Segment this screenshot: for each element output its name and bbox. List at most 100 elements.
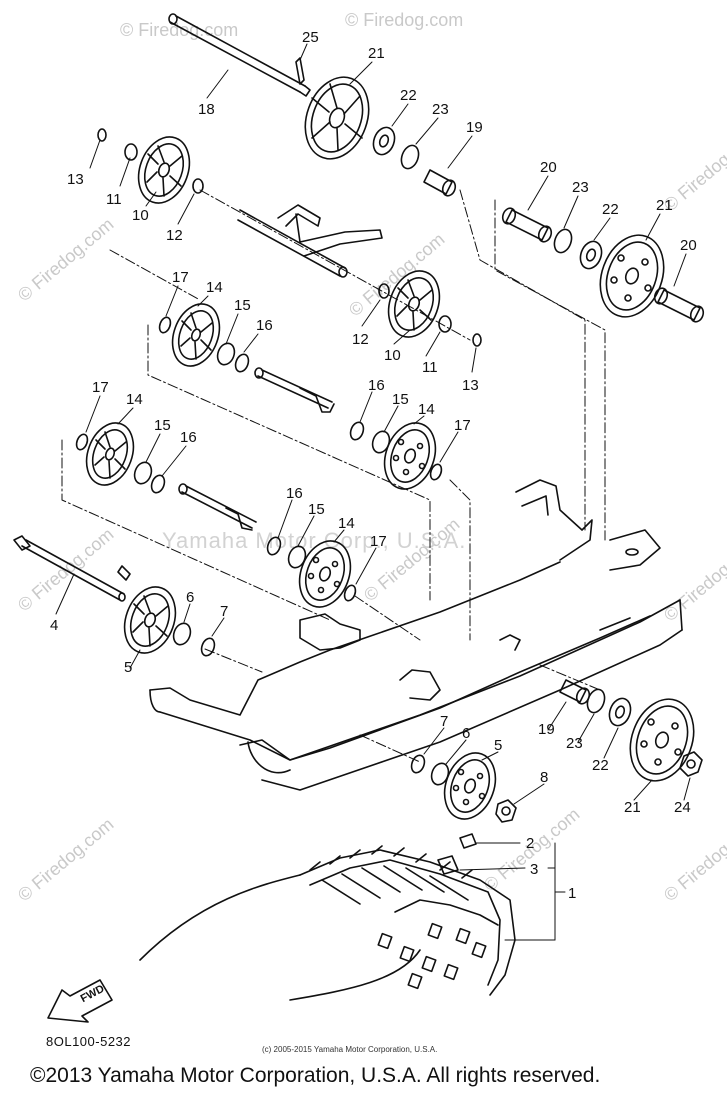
callout-20-lower: 20 [680, 237, 697, 254]
callout-10-left: 10 [132, 207, 149, 224]
callout-2: 2 [526, 835, 534, 852]
callout-14-a: 14 [206, 279, 223, 296]
collar-20-lower [653, 287, 705, 323]
wheel-14-d [298, 540, 352, 608]
ring-13-mid [472, 333, 482, 347]
callout-14-c: 14 [126, 391, 143, 408]
ring-23-lower [586, 688, 606, 714]
ring-17-d [343, 584, 357, 602]
callout-17-c: 17 [92, 379, 109, 396]
callout-13-mid: 13 [462, 377, 479, 394]
callout-5-left: 5 [124, 659, 132, 676]
callout-21-top: 21 [368, 45, 385, 62]
axle-arm-assembly [237, 204, 383, 278]
ring-13-left [97, 128, 107, 142]
bearing-15-c [133, 461, 153, 485]
clip-12-mid [378, 283, 390, 299]
callout-5-lower: 5 [494, 737, 502, 754]
callout-19-top: 19 [466, 119, 483, 136]
shaft-18 [168, 13, 311, 97]
wheel-14-b [383, 422, 437, 490]
watermark-top-right: © Firedog.com [345, 10, 464, 30]
callout-15-b: 15 [392, 391, 409, 408]
callout-23-right: 23 [572, 179, 589, 196]
bearing-15-b [371, 430, 391, 454]
ring-16-a [234, 353, 250, 373]
callout-24: 24 [674, 799, 691, 816]
callout-4: 4 [50, 617, 58, 634]
callout-22-right: 22 [602, 201, 619, 218]
callout-23-lower: 23 [566, 735, 583, 752]
wheel-21-lower [629, 698, 695, 782]
collar-20-upper [501, 207, 553, 243]
wheel-5-left [123, 586, 177, 654]
washer-11-mid [438, 315, 452, 333]
callout-14-b: 14 [418, 401, 435, 418]
footer-copyright: ©2013 Yamaha Motor Corporation, U.S.A. A… [30, 1064, 601, 1087]
callout-18: 18 [198, 101, 215, 118]
pin-25 [295, 57, 305, 85]
callout-13-left: 13 [67, 171, 84, 188]
washer-11-left [124, 143, 138, 161]
small-copyright: (c) 2005-2015 Yamaha Motor Corporation, … [262, 1045, 438, 1054]
callout-17-d: 17 [370, 533, 387, 550]
wheel-10-left [137, 136, 191, 204]
wheel-5-lower [443, 752, 497, 820]
ring-16-b [349, 421, 365, 441]
callout-1: 1 [568, 885, 576, 902]
callout-20-upper: 20 [540, 159, 557, 176]
callout-7-lower: 7 [440, 713, 448, 730]
bearing-22-top [372, 126, 396, 156]
collar-19-top [423, 169, 457, 197]
collar-19-lower [559, 679, 591, 705]
callout-16-d: 16 [286, 485, 303, 502]
callout-16-b: 16 [368, 377, 385, 394]
slide-rail-frame [149, 479, 683, 791]
callout-15-d: 15 [308, 501, 325, 518]
part-code: 8OL100-5232 [46, 1034, 132, 1049]
ring-7-left [200, 637, 216, 657]
cotter-pin [117, 565, 131, 581]
track-1 [139, 845, 516, 1001]
callout-12-left: 12 [166, 227, 183, 244]
callout-6-lower: 6 [462, 725, 470, 742]
suspension-parts-diagram: 25 18 21 22 23 19 13 11 10 12 20 23 22 2… [13, 13, 705, 1023]
callout-21-right: 21 [656, 197, 673, 214]
ring-23-right [553, 228, 573, 254]
callout-25: 25 [302, 29, 319, 46]
wheel-14-c [85, 422, 135, 486]
bolt-4 [13, 535, 126, 602]
bearing-22-right [579, 240, 603, 270]
callout-17-b: 17 [454, 417, 471, 434]
clip-12-left [192, 178, 204, 194]
bearing-22-lower [608, 697, 632, 727]
callout-16-c: 16 [180, 429, 197, 446]
bearing-15-d [287, 545, 307, 569]
callout-23-top: 23 [432, 101, 449, 118]
wheel-10-mid [387, 270, 441, 338]
callout-16-a: 16 [256, 317, 273, 334]
ring-16-c [150, 474, 166, 494]
callout-22-top: 22 [400, 87, 417, 104]
callout-7-left: 7 [220, 603, 228, 620]
nut-8 [495, 799, 517, 823]
leader-lines [61, 189, 606, 763]
callout-8: 8 [540, 769, 548, 786]
ring-17-c [75, 433, 89, 451]
callout-leaders [55, 43, 691, 941]
nut-24 [679, 751, 703, 777]
callout-10-mid: 10 [384, 347, 401, 364]
callout-21-lower: 21 [624, 799, 641, 816]
wheel-21-right [599, 234, 665, 318]
fwd-arrow [47, 979, 113, 1023]
callout-6-left: 6 [186, 589, 194, 606]
callout-15-c: 15 [154, 417, 171, 434]
ring-16-d [266, 536, 282, 556]
ring-23-top [400, 144, 420, 170]
callout-22-lower: 22 [592, 757, 609, 774]
callout-19-lower: 19 [538, 721, 555, 738]
shaft-mid [254, 367, 335, 413]
ring-17-a [158, 316, 172, 334]
ring-17-b [429, 463, 443, 481]
clip-2 [459, 833, 477, 849]
